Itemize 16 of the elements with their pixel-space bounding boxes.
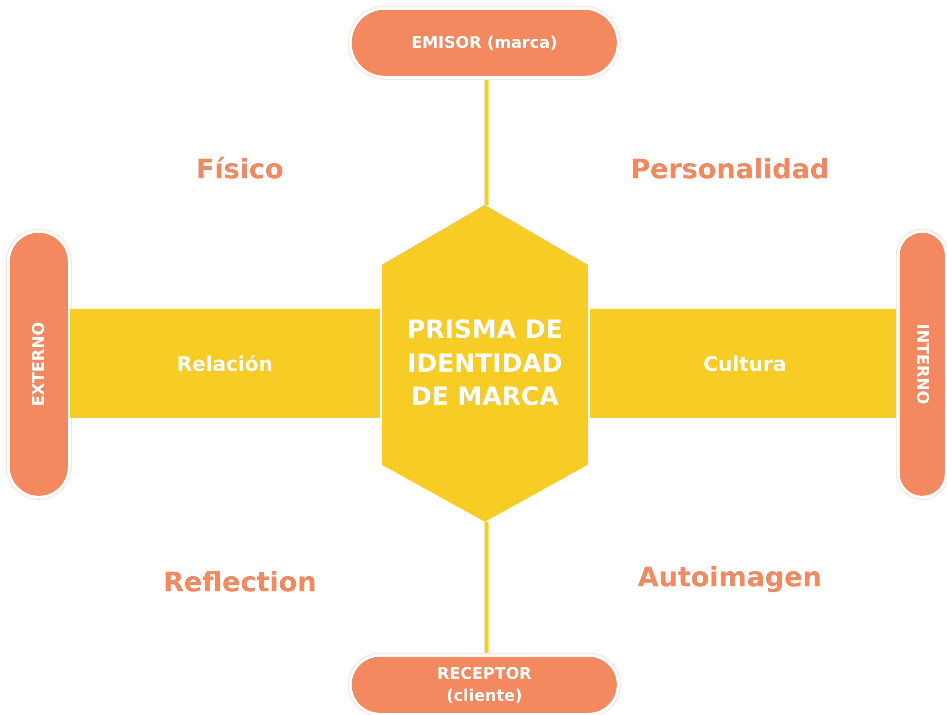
pill-label: INTERNO [912, 324, 934, 405]
pill-label: RECEPTOR (cliente) [436, 662, 533, 707]
pill-box [352, 10, 617, 76]
pill-box [900, 233, 945, 496]
quadrant-label: Personalidad [630, 154, 830, 186]
band [70, 309, 380, 418]
pill-label: EMISOR (marca) [410, 32, 559, 54]
hexagon-label: PRISMA DE IDENTIDAD DE MARCA [406, 314, 564, 414]
band-label: Cultura [704, 352, 786, 376]
band-label: Relación [176, 352, 273, 376]
quadrant-label: Físico [196, 154, 284, 186]
pill-box [352, 657, 617, 713]
quadrant-label: Reflection [163, 568, 317, 598]
quadrant-label: Autoimagen [638, 562, 822, 594]
pill-box [10, 233, 68, 496]
pill-label: EXTERNO [28, 322, 49, 407]
